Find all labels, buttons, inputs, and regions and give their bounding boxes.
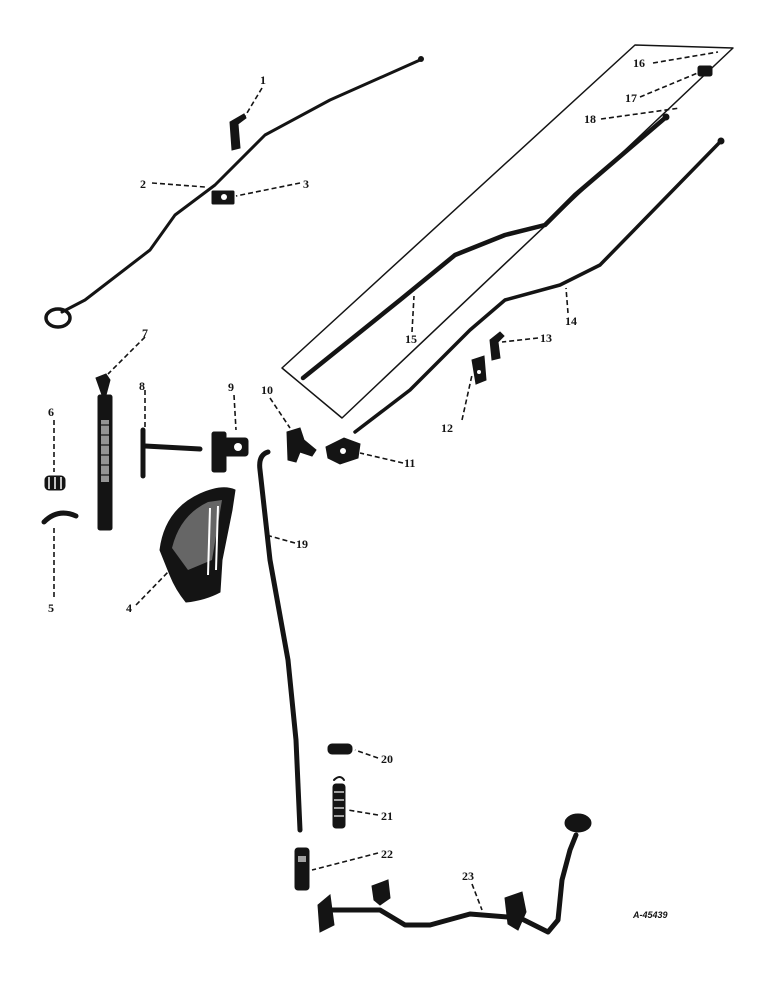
part-11-clevis [325,437,361,465]
callout-13: 13 [540,331,552,345]
callout-10: 10 [261,383,273,397]
part-22-sleeve [294,847,310,891]
part-17-fitting [697,65,713,77]
callout-4: 4 [126,601,132,615]
callout-5: 5 [48,601,54,615]
part-3-block [211,190,235,205]
part-5-clip [41,510,79,525]
callout-21: 21 [381,809,393,823]
callout-9: 9 [228,380,234,394]
callout-2: 2 [140,177,146,191]
drawing-code: A-45439 [632,910,668,920]
callout-6: 6 [48,405,54,419]
part-7-lever [95,373,113,531]
assembly-box-outline [281,44,734,419]
callout-7: 7 [142,326,148,340]
callout-17: 17 [625,91,637,105]
callout-20: 20 [381,752,393,766]
callout-19: 19 [296,537,308,551]
callout-23: 23 [462,869,474,883]
callout-1: 1 [260,73,266,87]
callout-15: 15 [405,332,417,346]
callout-labels: 1 2 3 4 5 6 7 8 9 10 11 12 13 14 15 16 1… [48,56,645,883]
part-14-rod [353,137,725,434]
leader-lines [53,51,719,911]
callout-22: 22 [381,847,393,861]
part-1-clip [229,113,247,151]
part-23-pedal-shaft [317,813,592,935]
part-21-spring [332,776,346,829]
part-20-spring [327,743,353,755]
part-8-pin [140,427,203,479]
part-15-rod [300,113,670,381]
callout-3: 3 [303,177,309,191]
part-6-spring [44,475,66,491]
part-13-clip [489,331,505,361]
part-4-quadrant [159,487,236,603]
part-2-rod-with-loop [44,56,424,329]
part-12-clip [471,355,487,385]
part-9-bracket [211,431,249,473]
callout-12: 12 [441,421,453,435]
callout-8: 8 [139,379,145,393]
callout-11: 11 [404,456,415,470]
callout-18: 18 [584,112,596,126]
callout-16: 16 [633,56,645,70]
part-19-rod [257,449,303,833]
part-10-clevis [286,427,317,463]
callout-14: 14 [565,314,577,328]
